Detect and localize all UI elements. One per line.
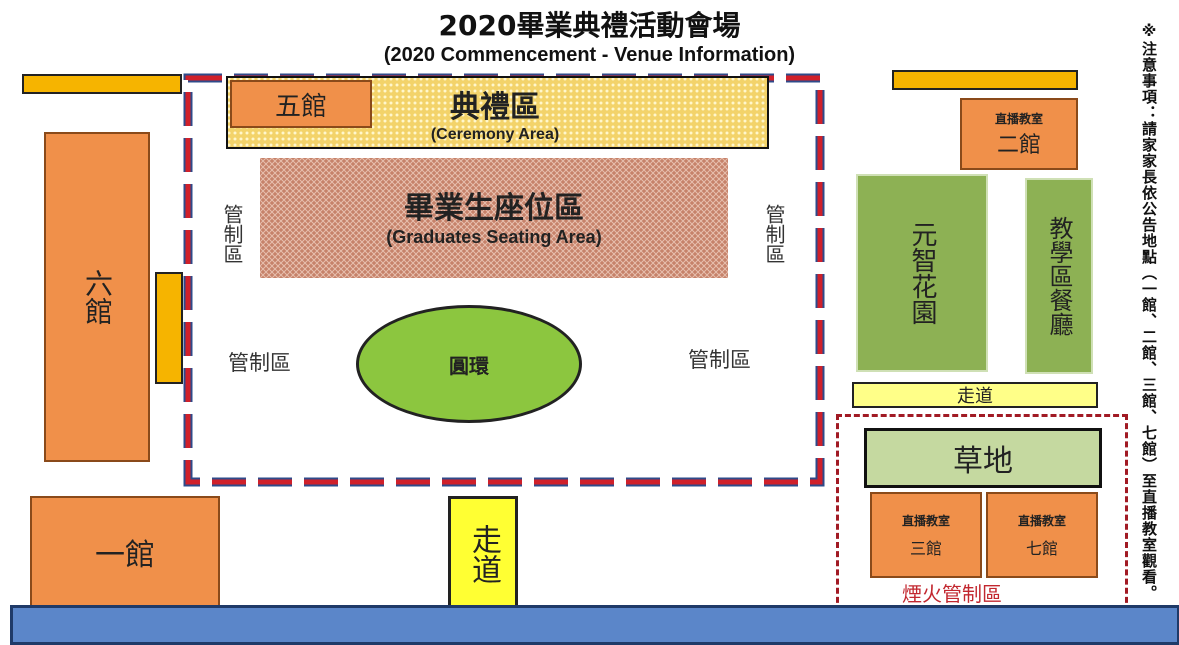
seating-area-bg: [260, 158, 728, 278]
building-6-side-bar: [155, 272, 183, 384]
notice-text: ※注意事項：請家家長依公告地點（一館、二館、三館、七館）至直播教室觀看。: [1140, 22, 1158, 601]
building-3-name: 三館: [909, 538, 942, 558]
seating-area-name: 畢業生座位區: [404, 190, 584, 226]
seating-area: 畢業生座位區 (Graduates Seating Area): [260, 170, 728, 260]
building-1: 一館: [30, 496, 220, 608]
top-right-bar: [892, 70, 1078, 90]
walkway-bottom-label: 走道: [466, 524, 501, 584]
roundabout: 圓環: [356, 305, 582, 423]
walkway-right-label: 走道: [957, 386, 993, 407]
top-left-bar: [22, 74, 182, 94]
teaching-canteen: 教學區餐廳: [1025, 178, 1093, 374]
ceremony-area-en: (Ceremony Area): [430, 126, 560, 143]
ceremony-area: 典禮區 (Ceremony Area): [370, 80, 620, 146]
lawn-label: 草地: [953, 444, 1013, 479]
yuanzhi-garden-label: 元智花園: [907, 221, 937, 325]
page-title: 2020畢業典禮活動會場: [438, 9, 741, 42]
building-2-name: 二館: [996, 132, 1041, 158]
building-2-tag: 直播教室: [994, 111, 1043, 126]
fireworks-control-label: 煙火管制區: [902, 582, 1002, 606]
building-3-tag: 直播教室: [901, 513, 950, 528]
building-2: 直播教室 二館: [960, 98, 1078, 170]
footer-band: [10, 605, 1179, 645]
ceremony-area-name: 典禮區: [450, 90, 540, 125]
yuanzhi-garden: 元智花園: [856, 174, 988, 372]
building-6-label: 六館: [81, 269, 114, 325]
walkway-bottom: 走道: [448, 496, 518, 612]
roundabout-label: 圓環: [449, 353, 489, 378]
walkway-right: 走道: [852, 382, 1098, 408]
lawn: 草地: [864, 428, 1102, 488]
building-3: 直播教室 三館: [870, 492, 982, 578]
teaching-canteen-label: 教學區餐廳: [1045, 216, 1073, 336]
seating-area-en: (Graduates Seating Area): [386, 226, 602, 247]
building-7-name: 七館: [1025, 538, 1058, 558]
building-5: 五館: [230, 80, 372, 128]
control-area-left-top: 管制區: [220, 204, 244, 264]
building-6: 六館: [44, 132, 150, 462]
control-boundary: [183, 73, 825, 487]
page-subtitle: (2020 Commencement - Venue Information): [383, 44, 796, 66]
building-5-label: 五館: [274, 91, 327, 122]
building-1-label: 一館: [95, 538, 155, 573]
building-7: 直播教室 七館: [986, 492, 1098, 578]
building-7-tag: 直播教室: [1017, 513, 1066, 528]
control-area-right-mid: 管制區: [688, 348, 751, 372]
control-area-left-mid: 管制區: [228, 351, 291, 375]
control-area-right-top: 管制區: [762, 204, 786, 264]
